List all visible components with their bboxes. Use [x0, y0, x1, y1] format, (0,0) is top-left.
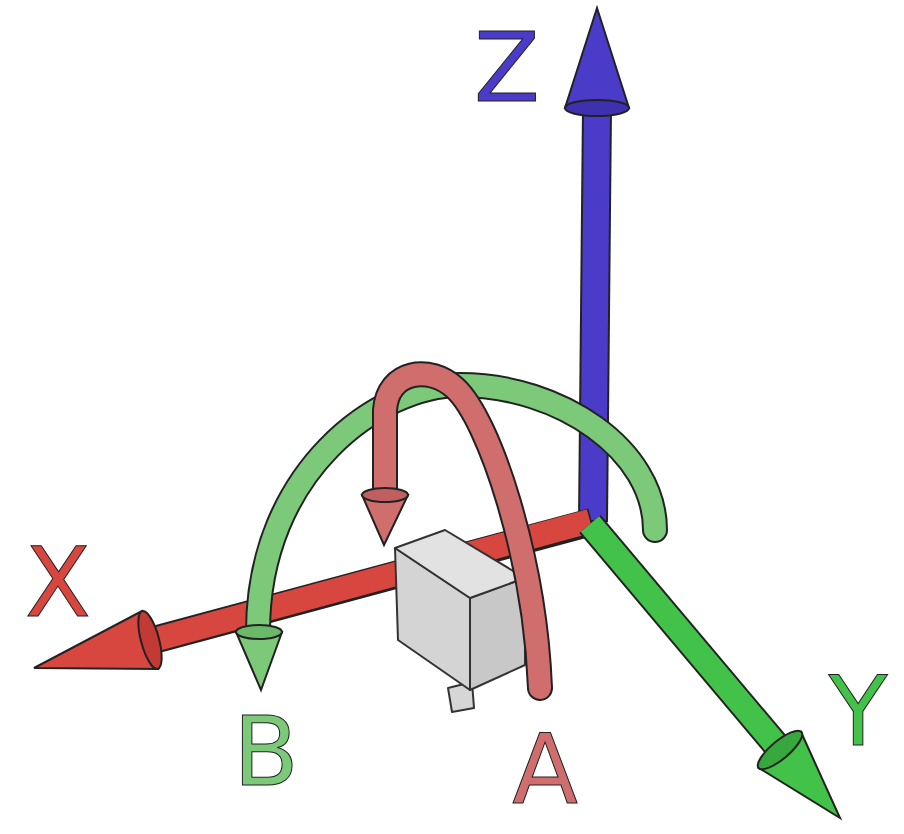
a-rotation-arc — [362, 374, 540, 688]
y-axis — [590, 524, 840, 818]
b-rotation-arc — [236, 385, 655, 690]
tool-cube — [395, 530, 525, 712]
axis-label: B — [233, 704, 299, 800]
axis-label: X — [25, 535, 91, 631]
axis-label: Y — [829, 664, 888, 760]
axis-label: Z — [474, 20, 540, 116]
axis-label: A — [512, 722, 578, 818]
